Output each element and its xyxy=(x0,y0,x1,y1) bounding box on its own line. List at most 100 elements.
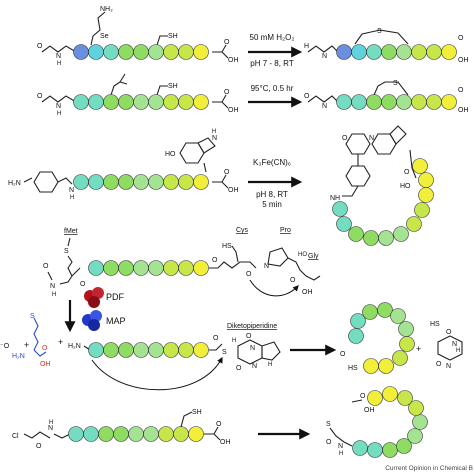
proline-ring xyxy=(267,247,289,267)
residue-bead xyxy=(178,342,194,358)
residue-bead xyxy=(363,358,379,374)
label-o-carbonyl: O xyxy=(404,169,410,176)
residue-bead xyxy=(73,44,89,60)
macrocycle-chain-3 xyxy=(332,158,434,246)
label-o-met: O xyxy=(42,345,48,352)
residue-bead xyxy=(103,174,119,190)
label-oh-terminal: OH xyxy=(228,107,239,114)
label-o-chloroacetyl: O xyxy=(36,443,42,450)
residue-bead xyxy=(118,260,134,276)
label-o-carbonyl: O xyxy=(224,89,230,96)
residue-bead xyxy=(143,426,159,442)
residue-bead xyxy=(352,440,368,456)
label-oh-terminal: OH xyxy=(458,57,469,64)
label-ho: HO xyxy=(165,151,176,158)
label-s-bridge: S xyxy=(393,80,398,87)
residue-bead xyxy=(362,304,378,320)
residue-bead xyxy=(133,174,149,190)
label-fmet: fMet xyxy=(64,228,78,235)
residue-bead xyxy=(390,308,406,324)
reaction-3: H₂N N H N H HO O OH K₃Fe(CN)₆ pH 8, RT 5… xyxy=(8,125,434,246)
residue-bead xyxy=(382,386,398,402)
residue-bead xyxy=(193,174,209,190)
label-pdf: PDF xyxy=(106,292,125,302)
label-n-pro: N xyxy=(264,263,269,270)
residue-bead xyxy=(188,426,204,442)
residue-bead xyxy=(406,216,422,232)
macrocycle-chain-4 xyxy=(348,302,415,374)
label-h-indole: H xyxy=(212,129,216,135)
label-s-met: S xyxy=(64,248,69,255)
peptide-chain-4b xyxy=(88,342,209,358)
label-nh2: NH₂ xyxy=(100,6,113,13)
label-hs-dkp: HS xyxy=(430,321,440,328)
label-oh-product: OH xyxy=(364,407,375,414)
macrocycle-chain-5 xyxy=(352,386,428,458)
residue-bead xyxy=(382,442,398,458)
residue-bead xyxy=(88,342,104,358)
label-se: Se xyxy=(100,33,109,40)
residue-bead xyxy=(178,94,194,110)
peptide-chain-1-product xyxy=(336,44,457,60)
label-oh-met: OH xyxy=(40,361,51,368)
residue-bead xyxy=(398,321,414,337)
residue-bead xyxy=(399,336,415,352)
label-h-byproduct: H xyxy=(456,348,460,354)
label-o-ring: HS xyxy=(348,365,358,372)
label-diketopiperidine: Diketopiperidine xyxy=(227,323,277,330)
residue-bead xyxy=(118,44,134,60)
residue-bead xyxy=(396,94,412,110)
diketopiperazine-ring xyxy=(237,339,263,365)
residue-bead xyxy=(113,426,129,442)
residue-bead xyxy=(366,44,382,60)
condition-line: 50 mM H₂O₂ xyxy=(250,33,295,42)
residue-bead xyxy=(411,44,427,60)
label-formate: ⁻O xyxy=(0,343,10,350)
product-aromatic-ring xyxy=(345,133,371,155)
residue-bead xyxy=(392,350,408,366)
reaction-1: O N H Se NH₂ SH O OH 50 mM H₂O₂ pH 7 - 8… xyxy=(37,6,469,68)
label-cl: Cl xyxy=(12,433,19,440)
released-methionine: S H₂N O OH xyxy=(12,313,51,368)
label-o-byproduct: O xyxy=(446,329,452,336)
label-n-fmet: N xyxy=(50,283,55,290)
residue-bead xyxy=(68,426,84,442)
label-h2n-met: H₂N xyxy=(12,353,25,360)
residue-bead xyxy=(418,187,434,203)
residue-bead xyxy=(148,94,164,110)
label-h-dkp: H xyxy=(268,362,272,368)
residue-bead xyxy=(178,260,194,276)
label-o-formyl: H xyxy=(304,43,309,50)
residue-bead xyxy=(336,216,352,232)
label-oh-terminal: OH xyxy=(228,187,239,194)
residue-bead xyxy=(397,390,413,406)
label-n-product: N xyxy=(369,135,374,142)
residue-bead xyxy=(133,342,149,358)
peptide-chain-2 xyxy=(73,94,209,110)
residue-bead xyxy=(133,260,149,276)
residue-bead xyxy=(133,44,149,60)
benzene-ring xyxy=(33,171,59,193)
residue-bead xyxy=(193,44,209,60)
label-n-product: N xyxy=(338,443,343,450)
residue-bead xyxy=(396,44,412,60)
label-n-amide: N xyxy=(56,53,61,60)
condition-line: pH 7 - 8, RT xyxy=(250,59,294,68)
label-n-indole: N xyxy=(212,135,217,142)
residue-bead xyxy=(133,94,149,110)
map-enzyme-icon xyxy=(82,310,102,331)
residue-bead xyxy=(103,260,119,276)
residue-bead xyxy=(332,201,348,217)
residue-bead xyxy=(98,426,114,442)
plus-sign: + xyxy=(58,337,63,347)
label-n-chloroacetyl: N xyxy=(48,425,53,432)
residue-bead xyxy=(381,44,397,60)
label-sh: SH xyxy=(192,409,202,416)
label-s-product: S xyxy=(326,421,331,428)
label-o-carbonyl: O xyxy=(216,421,222,428)
label-o-carbonyl: O xyxy=(224,169,230,176)
label-o-thioester: O xyxy=(212,257,218,264)
residue-bead xyxy=(336,94,352,110)
label-o-dkp: O xyxy=(246,333,252,340)
label-o-product: O xyxy=(342,135,348,142)
